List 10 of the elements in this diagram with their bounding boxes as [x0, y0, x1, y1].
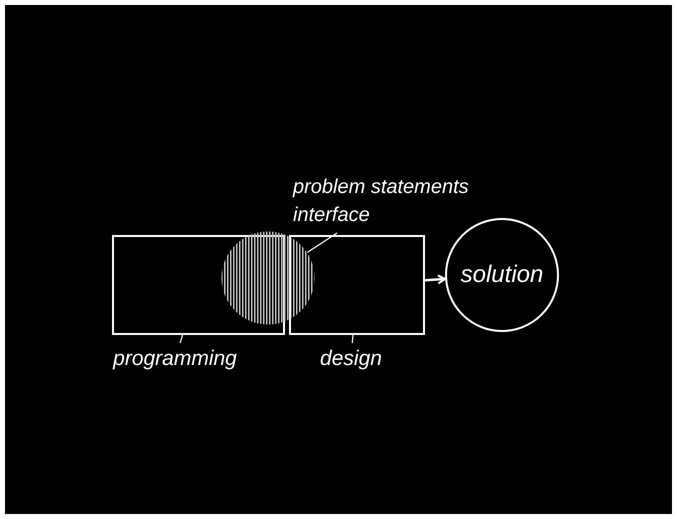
- arrow: [424, 274, 446, 284]
- rectangle-outline: [289, 235, 425, 335]
- handwritten-label: programming: [113, 346, 237, 372]
- handwritten-label: problem statements interface: [293, 175, 470, 228]
- hatched-circle: [221, 231, 315, 325]
- handwritten-label: design: [320, 346, 382, 372]
- leader-line: [307, 232, 338, 253]
- leader-line: [180, 334, 184, 344]
- leader-line: [352, 334, 354, 344]
- node-label: solution: [460, 260, 544, 290]
